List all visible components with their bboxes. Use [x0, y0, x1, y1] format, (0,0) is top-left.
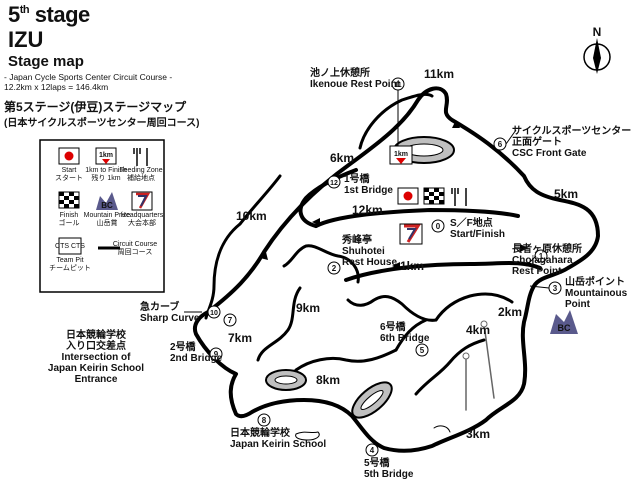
point-1: 1: [534, 249, 548, 263]
stage-title: 5th stage: [8, 2, 90, 28]
svg-text:0: 0: [436, 222, 441, 231]
km-marker-1: 1km: [400, 259, 424, 273]
point-0: 0: [431, 219, 445, 233]
km-marker-5: 5km: [554, 187, 578, 201]
svg-text:3: 3: [553, 284, 558, 293]
svg-text:2: 2: [332, 264, 337, 273]
point-4: 4: [365, 443, 379, 457]
finish-flag-icon: [58, 191, 80, 209]
km-marker-6: 6km: [330, 151, 354, 165]
km-marker-icon: 1km: [95, 147, 117, 165]
legend-bc-text: BC: [101, 201, 113, 210]
svg-text:4: 4: [370, 446, 375, 455]
jp-subtitle: (日本サイクルスポーツセンター周回コース): [4, 118, 200, 129]
point-2: 2: [327, 261, 341, 275]
feeding-zone-icon: [451, 188, 467, 206]
km-marker-11: 11km: [424, 67, 454, 81]
finish-flag-icon: [423, 187, 445, 205]
svg-text:1: 1: [539, 252, 544, 261]
legend-km-text: 1km: [99, 152, 113, 159]
map-title: Stage map: [8, 53, 84, 70]
km-markers: 11km 6km 5km 12km 10km 1km 9km 2km 4km 7…: [228, 67, 578, 441]
svg-text:11: 11: [394, 82, 402, 89]
stage-word: stage: [34, 2, 90, 27]
team-pit-icon: CTS CTS: [55, 237, 85, 255]
svg-text:9: 9: [214, 350, 219, 359]
stage-number: 5: [8, 2, 20, 27]
compass: N: [583, 25, 611, 74]
km-marker-12: 12km: [352, 203, 383, 217]
mountain-prize-icon: BC: [96, 192, 118, 210]
km-marker-2: 2km: [498, 305, 522, 319]
point-7: 7: [223, 313, 237, 327]
svg-text:12: 12: [330, 180, 338, 187]
distance-subtitle: 12.2km x 12laps = 146.4km: [4, 82, 109, 92]
map-km-text: 1km: [394, 151, 408, 158]
point-5: 5: [415, 343, 429, 357]
km-marker-3: 3km: [466, 427, 490, 441]
point-12: 12: [327, 175, 341, 189]
headquarters-icon: [131, 191, 153, 211]
jp-title: 第5ステージ(伊豆)ステージマップ: [4, 100, 187, 114]
direction-arrows: [260, 120, 528, 270]
headquarters-icon: [399, 223, 423, 245]
course-subtitle: - Japan Cycle Sports Center Circuit Cour…: [4, 72, 173, 82]
point-6: 6: [493, 137, 507, 151]
point-3: 3: [548, 281, 562, 295]
location-title: IZU: [8, 27, 44, 52]
start-flag-icon: [58, 147, 80, 165]
legend-cts-text: CTS CTS: [55, 243, 85, 250]
km-marker-7: 7km: [228, 331, 252, 345]
svg-text:7: 7: [228, 316, 233, 325]
feeding-zone-icon: [133, 148, 148, 166]
point-10: 10: [207, 305, 221, 319]
one-km-to-finish-icon: 1km: [389, 145, 413, 165]
km-marker-10: 10km: [236, 209, 267, 223]
start-finish-markers: 1km BC: [389, 145, 578, 334]
svg-text:6: 6: [498, 140, 503, 149]
svg-text:5: 5: [420, 346, 425, 355]
stage-suffix: th: [19, 4, 30, 16]
km-marker-4: 4km: [466, 323, 490, 337]
point-8: 8: [257, 413, 271, 427]
point-9: 9: [209, 347, 223, 361]
svg-text:10: 10: [210, 310, 218, 317]
mountain-prize-icon: BC: [550, 310, 578, 334]
legend: 1km BC C: [39, 139, 165, 293]
km-marker-9: 9km: [296, 301, 320, 315]
km-marker-8: 8km: [316, 373, 340, 387]
compass-north-label: N: [593, 25, 602, 39]
leader-lines: [184, 90, 550, 313]
map-bc-text: BC: [558, 323, 571, 333]
svg-text:8: 8: [262, 416, 267, 425]
